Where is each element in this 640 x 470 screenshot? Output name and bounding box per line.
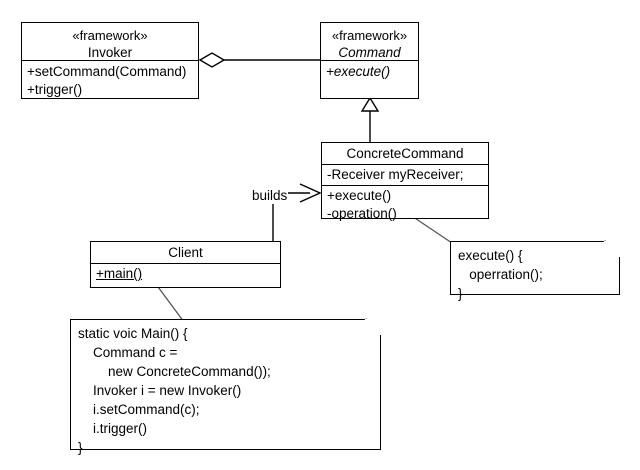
class-member-main: +main() [96, 266, 143, 281]
class-members-invoker: +setCommand(Command) +trigger() [22, 60, 198, 102]
note-main-line-1: static voic Main() { [78, 326, 188, 341]
class-box-invoker[interactable]: «framework» Invoker +setCommand(Command)… [21, 22, 199, 99]
class-member-execute-abstract: +execute() [326, 64, 391, 79]
aggregation-edge-invoker-command [198, 52, 320, 68]
class-stereotype-invoker: «framework» [72, 28, 148, 43]
generalization-edge-concretecommand-command [360, 96, 380, 142]
note-main-line-4: Invoker i = new Invoker() [78, 383, 242, 398]
class-member-execute: +execute() [327, 188, 392, 203]
class-header-concretecommand: ConcreteCommand [322, 143, 488, 164]
class-name-invoker: Invoker [87, 45, 133, 60]
class-name-concretecommand: ConcreteCommand [346, 146, 464, 161]
note-execute-implementation[interactable]: execute() { operration(); } [450, 241, 620, 301]
note-execute-line-1: execute() { [458, 248, 523, 263]
note-main-line-5: i.setCommand(c); [78, 402, 200, 417]
class-member-trigger: +trigger() [27, 82, 83, 97]
generalization-triangle-icon [360, 96, 380, 112]
note-fold-mask [365, 319, 381, 335]
class-member-setcommand: +setCommand(Command) [27, 64, 187, 79]
class-box-command[interactable]: «framework» Command +execute() [320, 22, 419, 99]
class-members-command: +execute() [321, 60, 418, 84]
class-header-command: «framework» Command [321, 23, 418, 60]
note-main-body: static voic Main() { Command c = new Con… [71, 320, 380, 461]
class-name-command: Command [338, 45, 401, 60]
class-attribute-myreceiver: -Receiver myReceiver; [327, 167, 464, 182]
edge-label-builds: builds [251, 188, 289, 204]
class-box-concretecommand[interactable]: ConcreteCommand -Receiver myReceiver; +e… [321, 142, 489, 221]
note-execute-line-2: operration(); [458, 267, 543, 282]
class-operations-concretecommand: +execute() -operation() [322, 185, 488, 226]
class-box-client[interactable]: Client +main() [90, 241, 281, 288]
class-members-client: +main() [91, 263, 280, 286]
note-execute-body: execute() { operration(); } [451, 242, 619, 307]
class-member-operation: -operation() [327, 206, 397, 221]
note-main-line-7: } [78, 440, 83, 455]
note-main-line-6: i.trigger() [78, 421, 148, 436]
class-name-client: Client [168, 245, 203, 260]
class-stereotype-command: «framework» [331, 28, 408, 43]
note-main-line-3: new ConcreteCommand()); [78, 364, 271, 379]
open-arrowhead-icon [299, 183, 322, 203]
aggregation-diamond-icon [198, 52, 226, 68]
note-main-line-2: Command c = [78, 345, 178, 360]
note-fold-mask [604, 241, 620, 257]
class-header-invoker: «framework» Invoker [22, 23, 198, 60]
class-header-client: Client [91, 242, 280, 263]
note-main-implementation[interactable]: static voic Main() { Command c = new Con… [70, 319, 381, 455]
note-execute-line-3: } [458, 286, 463, 301]
class-attributes-concretecommand: -Receiver myReceiver; [322, 164, 488, 185]
